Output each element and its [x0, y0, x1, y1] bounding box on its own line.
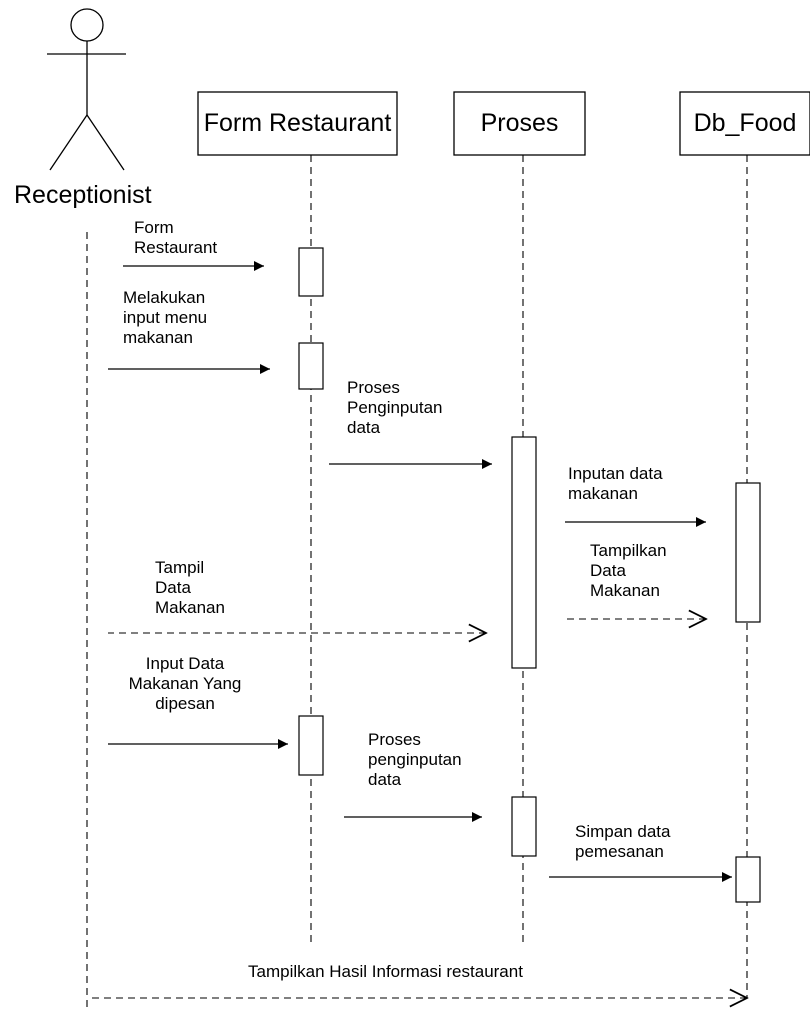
message-label-m10: Tampilkan Hasil Informasi restaurant [248, 962, 523, 981]
lifeline-box-form-restaurant [197, 91, 398, 156]
message-label-m6: Tampil Data Makanan [155, 558, 225, 617]
activation-proses-2 [511, 796, 537, 857]
message-label-m2: Melakukan input menu makanan [123, 288, 208, 347]
actor-label: Receptionist [14, 181, 152, 209]
activation-form-2 [298, 342, 324, 390]
message-label-m1: Form Restaurant [134, 218, 218, 257]
lifeline-label-db-food: Db_Food [693, 109, 797, 137]
activation-db-1 [735, 482, 761, 623]
activation-db-2 [735, 856, 761, 903]
message-label-m7: Input Data Makanan Yang dipesan [128, 654, 242, 713]
lifeline-box-proses [453, 91, 586, 156]
message-label-m3: Proses Penginputan data [347, 378, 443, 437]
message-label-m9: Simpan data pemesanan [575, 822, 671, 861]
message-label-m5: Tampilkan Data Makanan [590, 541, 667, 600]
lifeline-box-db-food [679, 91, 810, 156]
activation-form-3 [298, 715, 324, 776]
activation-proses-1 [511, 436, 537, 669]
message-label-m8: Proses penginputan data [368, 730, 462, 789]
lifeline-label-form-restaurant: Form Restaurant [203, 109, 392, 137]
actor-receptionist-icon [47, 8, 126, 171]
activation-form-1 [298, 247, 324, 297]
message-label-m4: Inputan data makanan [568, 464, 663, 503]
lifeline-label-proses: Proses [480, 109, 559, 137]
